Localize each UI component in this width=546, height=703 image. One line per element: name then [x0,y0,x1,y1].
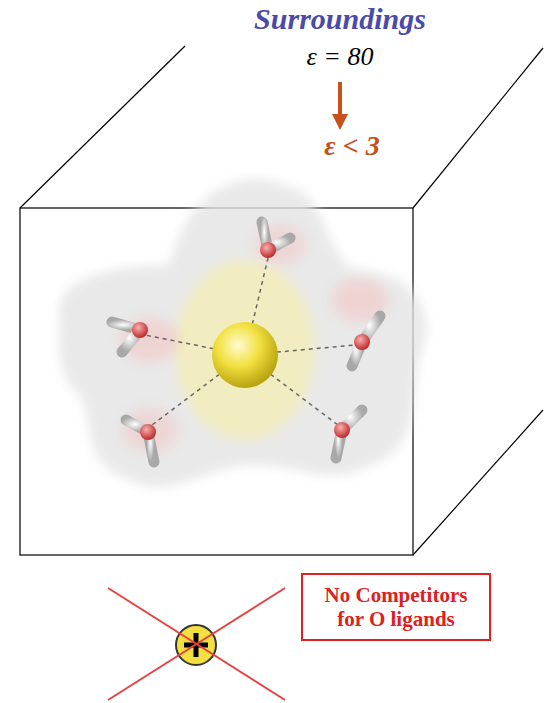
dielectric-value: ε = 80 [307,42,374,72]
water-molecules [112,222,380,462]
metal-ion [212,322,278,388]
solvation-shell [59,179,426,486]
coordination-bond [145,258,355,425]
note-text: No Competitors for O ligands [311,583,481,631]
cube-outline [20,46,543,555]
crossed-cation [108,588,285,700]
region-title: Surroundings [254,2,426,36]
down-arrow [338,82,342,122]
note-box: No Competitors for O ligands [301,573,491,641]
dielectric-value: ε < 3 [324,130,379,162]
